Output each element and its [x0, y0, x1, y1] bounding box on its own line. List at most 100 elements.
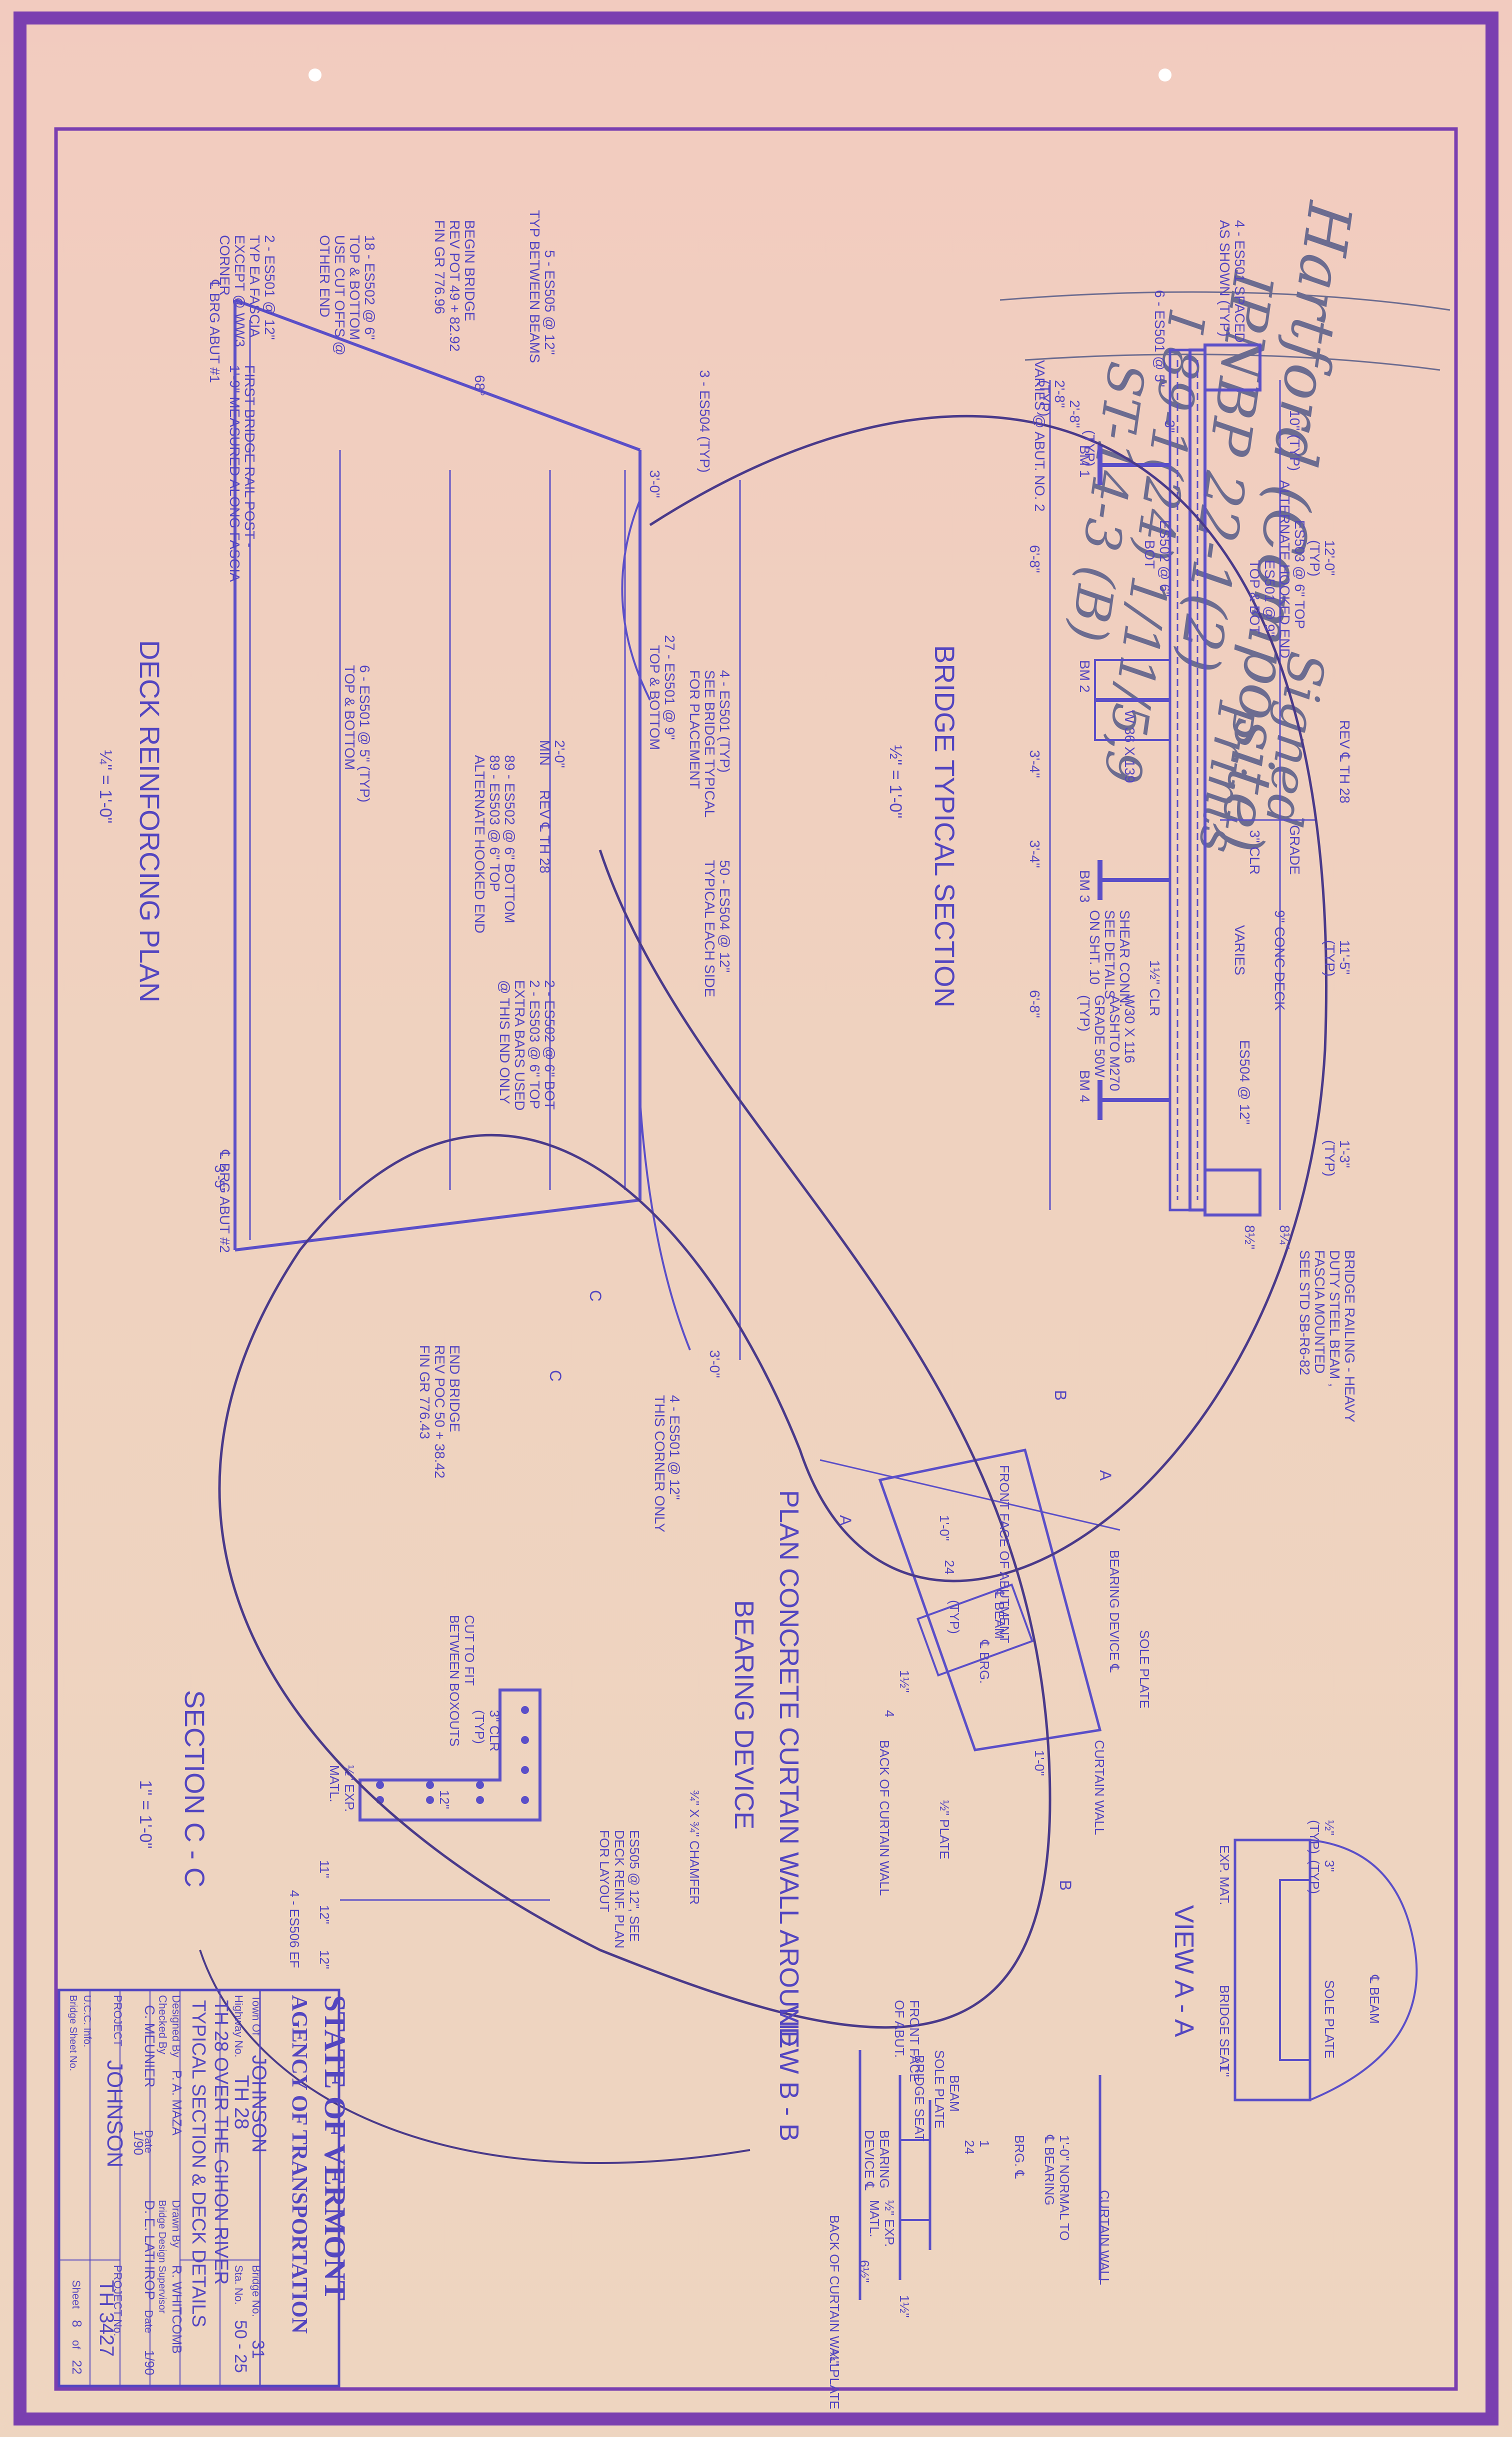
- dimension-label: 1'-0": [937, 1515, 952, 1541]
- dimension-label: EXTRA BARS USED: [512, 980, 528, 1110]
- dimension-label: 1'-3": [1337, 1140, 1352, 1168]
- designed-value: P. A. MAZA: [170, 2070, 184, 2136]
- dimension-label: DECK REINF. PLAN: [612, 1830, 627, 1948]
- drawn-value: R. WHITCOMB: [170, 2265, 184, 2354]
- date-value-1: 1/90: [131, 2130, 146, 2156]
- dimension-label: 4 - ES501 SPACED: [1232, 220, 1248, 342]
- dimension-label: CURTAIN WALL: [1092, 1740, 1107, 1835]
- dimension-label: FIN GR 776.43: [417, 1345, 432, 1439]
- dimension-label: 2 - ES502 @ 6" BOT: [542, 980, 558, 1110]
- town-value: JOHNSON: [248, 2055, 270, 2153]
- dimension-label: 18 - ES502 @ 6": [362, 235, 378, 340]
- dimension-label: CURTAIN WALL: [1097, 2190, 1112, 2285]
- section-cc-scale: 1" = 1'-0": [136, 1780, 155, 1848]
- dimension-label: TYP EA FASCIA: [247, 235, 262, 338]
- drawing-mark: [521, 1706, 529, 1714]
- dimension-label: CORNER: [217, 235, 232, 296]
- dimension-label: AS SHOWN (TYP): [1217, 220, 1232, 336]
- dimension-label: B: [1052, 1390, 1070, 1400]
- dimension-label: GRADE: [1287, 825, 1302, 875]
- project-no-label: PROJECT No.: [112, 2265, 124, 2336]
- dimension-label: OF ABUT.: [892, 2000, 907, 2058]
- dimension-label: ½": [1322, 1820, 1337, 1836]
- dimension-label: 3'-5": [212, 1165, 228, 1193]
- drawn-label: Drawn By: [170, 2200, 182, 2248]
- dimension-label: ES504 @ 12": [1237, 1040, 1252, 1124]
- section-line-a: [820, 1459, 1120, 1531]
- section-cc-labels: CUT TO FIT BETWEEN BOXOUTS 3" CLR (TYP) …: [287, 1615, 702, 1969]
- bridge-no-value: 31: [248, 2340, 268, 2359]
- dimension-label: (TYP): [1082, 430, 1098, 466]
- dimension-label: BACK OF CURTAIN WALL: [877, 1740, 892, 1896]
- view-a-a: [1234, 1838, 1418, 2102]
- dimension-label: ℄ BRG ABUT #2: [217, 1150, 232, 1253]
- bridge-section-labels: 12'-0" (TYP) ES503 @ 6" TOP ALTERNATE HO…: [1027, 220, 1358, 1422]
- dimension-label: 24: [942, 1560, 957, 1574]
- dimension-label: ALTERNATE HOOKED END: [472, 755, 488, 934]
- dimension-label: C: [546, 1370, 564, 1382]
- sole-plate: [916, 1583, 1034, 1677]
- punch-hole-right: [1158, 68, 1172, 82]
- highway-value: TH 28: [230, 2075, 252, 2130]
- view-aa-plate: [1279, 1879, 1311, 2061]
- dimension-label: MATL.: [327, 1765, 342, 1802]
- town-label: Town Of: [250, 1995, 262, 2036]
- dimension-label: 8½": [1242, 1225, 1258, 1250]
- view-bb-labels: FRONT FACE OF ABUT. BEAM SOLE PLATE BRID…: [827, 2000, 1112, 2410]
- dimension-label: TOP & BOT: [1247, 560, 1262, 634]
- dimension-label: 89 - ES502 @ 6" BOTTOM: [502, 755, 518, 924]
- drawing-mark: [476, 1781, 484, 1789]
- dimension-label: 3'-4": [1027, 750, 1042, 778]
- dimension-label: TOP & BOTTOM: [342, 665, 358, 770]
- section-rebar-dots: [376, 1706, 529, 1804]
- deck-plan-title: DECK REINFORCING PLAN: [134, 640, 166, 1002]
- dimension-label: 10" (TYP): [1287, 410, 1302, 471]
- dimension-label: ½" PLATE: [937, 1800, 952, 1860]
- dimension-label: 3 - ES504 (TYP): [697, 370, 712, 472]
- dimension-label: ¼" PLATE: [827, 2350, 842, 2410]
- section-c-c: [340, 1688, 550, 1901]
- dimension-label: REV ℄ TH 28: [537, 790, 552, 874]
- dimension-label: ℄ BEAM: [1367, 1974, 1382, 2024]
- bridge-sheet-label: Bridge Sheet No.: [68, 1995, 78, 2071]
- dimension-label: SOLE PLATE: [1322, 1980, 1337, 2058]
- dimension-label: THIS CORNER ONLY: [652, 1395, 668, 1532]
- dimension-label: FIN GR 776.96: [432, 220, 448, 314]
- deck-plan-labels: 5 - ES505 @ 12" TYP BETWEEN BEAMS BEGIN …: [207, 210, 732, 1532]
- dimension-label: 9" CONC DECK: [1272, 910, 1288, 1011]
- beam-2: [1094, 659, 1171, 741]
- dimension-label: ½" EXP.: [342, 1765, 357, 1812]
- pen-loop-1: [218, 414, 1328, 2029]
- dimension-label: BM 1: [1077, 445, 1092, 478]
- dimension-label: ES501 @ 9": [1262, 560, 1278, 637]
- dimension-label: BRIDGE SEAT: [912, 2055, 927, 2142]
- dimension-label: @ THIS END ONLY: [497, 980, 512, 1104]
- dimension-label: 1": [1217, 2065, 1232, 2077]
- deck-outline: [234, 298, 642, 1252]
- bridge-section-scale: ½" = 1'-0": [886, 745, 905, 818]
- dimension-label: BRG. ℄: [1012, 2135, 1027, 2179]
- bridge-section-title: BRIDGE TYPICAL SECTION: [929, 645, 960, 1008]
- description-2: TYPICAL SECTION & DECK DETAILS: [188, 2000, 209, 2328]
- project-label: PROJECT: [112, 1995, 124, 2046]
- dimension-label: 3" CLR: [1247, 830, 1262, 874]
- drawing-mark: [521, 1766, 529, 1774]
- dimension-label: ES503 @ 6" TOP: [1292, 520, 1308, 629]
- dimension-label: BEARING: [877, 2130, 892, 2188]
- supervisor-label: Bridge Design Supervisor: [156, 2200, 168, 2314]
- dimension-label: (TYP): [947, 1600, 962, 1634]
- dimension-label: 12'-0": [1322, 540, 1338, 576]
- bridge-typical-section: [1049, 344, 1315, 1216]
- dimension-label: SOLE PLATE: [932, 2050, 947, 2128]
- dimension-label: ES502 @ 6": [1157, 520, 1172, 597]
- dimension-label: BM 4: [1077, 1070, 1092, 1102]
- dimension-label: 2 - ES501 @ 12": [262, 235, 278, 340]
- dimension-label: USE CUT OFFS @: [332, 235, 348, 356]
- deck-slab: [1168, 348, 1192, 1212]
- title-block: STATE OF VERMONT AGENCY OF TRANSPORTATIO…: [58, 1988, 352, 2388]
- dimension-label: A: [1096, 1470, 1114, 1481]
- supervisor-value: D. E. LATHROP: [142, 2200, 158, 2300]
- dimension-label: BACK OF CURTAIN WALL: [827, 2215, 842, 2371]
- dimension-label: 3'-0": [647, 470, 662, 498]
